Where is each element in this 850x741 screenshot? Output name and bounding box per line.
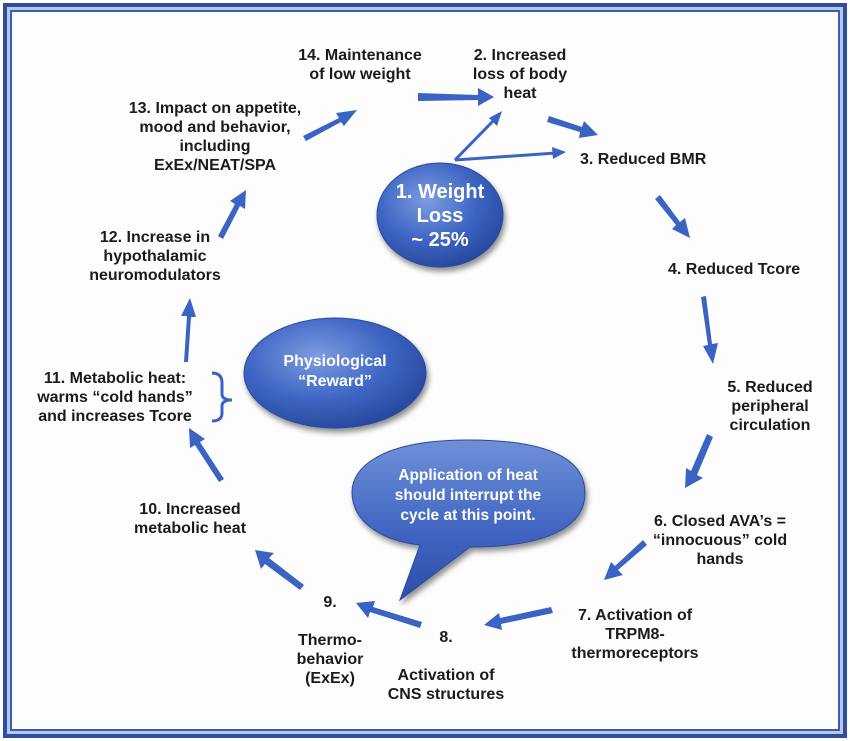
arrow-4-to-5: [701, 296, 718, 364]
arrow-3-to-4: [655, 195, 690, 238]
step-2-label: 2. Increased loss of body heat: [472, 47, 568, 102]
weight-loss-bubble: [376, 162, 504, 268]
arrow-8-to-9: [356, 601, 422, 628]
step-14-label: 14. Maintenance of low weight: [298, 47, 422, 83]
arrow-6-to-7: [604, 540, 647, 580]
step-11-bracket: [211, 371, 233, 423]
step-10-label: 10. Increased metabolic heat: [133, 501, 247, 537]
arrow-7-to-8: [484, 607, 553, 630]
step-5-label: 5. Reduced peripheral circulation: [727, 379, 813, 434]
arrow-9-to-10: [255, 550, 304, 590]
callout-text: Application of heat should interrupt the…: [394, 467, 542, 524]
arrow-12-to-13: [218, 190, 246, 239]
arrow-1-to-3: [454, 151, 557, 162]
step-7-label: 7. Activation of TRPM8- thermoreceptors: [571, 607, 699, 662]
arrow-11-to-12: [181, 298, 196, 362]
step-11-label: 11. Metabolic heat: warms “cold hands” a…: [37, 370, 193, 425]
step-9-label: 9. Thermo- behavior (ExEx): [296, 594, 364, 687]
arrow-13-to-14: [303, 110, 357, 141]
arrow-1-to-2: [453, 116, 498, 162]
step-3-label: 3. Reduced BMR: [580, 151, 707, 168]
reward-bubble: [243, 317, 427, 429]
reward-text: Physiological “Reward”: [283, 353, 387, 390]
step-8-label: 8. Activation of CNS structures: [387, 629, 505, 703]
step-6-label: 6. Closed AVA’s = “innocuous” cold hands: [652, 513, 788, 568]
step-12-label: 12. Increase in hypothalamic neuromodula…: [89, 229, 221, 284]
step-13-label: 13. Impact on appetite, mood and behavio…: [128, 100, 302, 174]
arrow-10-to-11: [189, 428, 224, 482]
step-4-label: 4. Reduced Tcore: [668, 261, 801, 278]
arrow-5-to-6: [685, 434, 713, 488]
callout-bubble: [351, 439, 586, 602]
weight-loss-text: 1. Weight Loss ~ 25%: [395, 181, 485, 251]
arrow-14-to-2: [418, 88, 494, 106]
arrow-2-to-3: [547, 116, 598, 138]
